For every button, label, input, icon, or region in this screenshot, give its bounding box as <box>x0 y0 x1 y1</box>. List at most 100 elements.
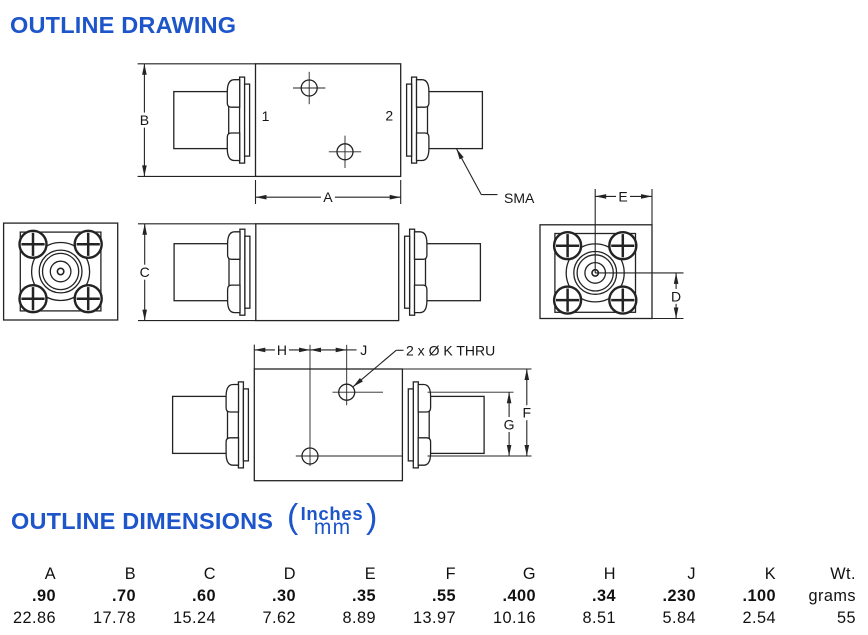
leader-arrowhead <box>353 378 363 387</box>
connector-left <box>171 381 250 469</box>
connector-barrel <box>173 90 230 150</box>
dim-inches-value: .400 <box>502 586 536 605</box>
dim-header: K <box>764 564 776 583</box>
dim-inches-value: .70 <box>112 586 136 605</box>
dim-label-h: H <box>277 342 287 358</box>
dim-E: E <box>594 188 653 273</box>
dim-C: C <box>137 223 256 322</box>
dim-B: B <box>137 63 256 177</box>
connector-barrel <box>424 243 482 302</box>
thru-hole <box>295 344 532 466</box>
dim-arrowhead <box>524 445 530 456</box>
connector-rear-plate <box>243 83 251 157</box>
dim-column-b: B .70 17.78 <box>64 563 136 630</box>
connector-nut-lobe <box>413 284 428 314</box>
dim-inches-value: .100 <box>742 586 776 605</box>
body-outline <box>255 223 400 322</box>
dim-mm-value: 17.78 <box>93 609 136 628</box>
connector-ring <box>41 252 80 291</box>
view-top: 1 2 B A SMA <box>137 63 535 206</box>
leader-arrowhead <box>456 148 464 160</box>
dim-inches-value: .30 <box>272 586 296 605</box>
connector-right <box>407 381 485 469</box>
dim-arrowhead <box>506 392 512 404</box>
dim-inches-value: .35 <box>352 586 376 605</box>
dim-label-b: B <box>140 112 149 128</box>
mounting-hole <box>293 71 326 105</box>
dim-F: F <box>402 368 534 456</box>
units-inches-label: Inches <box>300 503 364 524</box>
dim-header: B <box>124 564 136 583</box>
dim-mm-value: 10.16 <box>493 609 536 628</box>
dim-mm-value: 7.62 <box>262 609 296 628</box>
dim-header: H <box>603 564 616 583</box>
dim-inches-value: .34 <box>592 586 616 605</box>
dim-header: F <box>445 564 456 583</box>
dim-mm-value: 8.51 <box>582 609 616 628</box>
connector-nut-lobe <box>417 383 432 413</box>
dim-D: D <box>595 272 684 320</box>
dim-arrowhead <box>673 307 679 319</box>
dim-arrowhead <box>641 194 652 199</box>
dim-J: J <box>310 342 367 358</box>
connector-center-pin <box>56 267 65 276</box>
connector-barrel <box>171 395 229 455</box>
dim-arrowhead <box>389 194 401 200</box>
dim-mm-value: 2.54 <box>742 609 776 628</box>
sma-flange-front <box>539 224 653 320</box>
connector-nut-lobe <box>225 383 240 413</box>
hole-note-leader: 2 x Ø K THRU <box>352 342 495 388</box>
dim-H: H <box>253 342 310 369</box>
dim-arrowhead <box>335 347 347 353</box>
dim-arrowhead <box>254 347 266 353</box>
dim-arrowhead <box>299 347 310 353</box>
view-left-flange <box>2 222 119 321</box>
dim-mm-value: 22.86 <box>13 609 56 628</box>
connector-nut-lobe <box>413 231 428 260</box>
connector-nut-lobe <box>415 132 430 162</box>
sma-label: SMA <box>504 190 535 206</box>
dim-header: E <box>364 564 376 583</box>
dim-label-g: G <box>504 417 515 433</box>
dim-arrowhead <box>506 445 512 456</box>
dim-G: G <box>502 392 517 456</box>
port2-label: 2 <box>385 107 393 123</box>
dim-inches-value: .90 <box>32 586 56 605</box>
view-bottom: H J 2 x Ø K THRU F G <box>171 342 534 482</box>
connector-right <box>403 228 482 316</box>
sma-flange-front <box>2 222 119 321</box>
sma-leader: SMA <box>455 148 535 206</box>
port1-label: 1 <box>262 108 270 124</box>
connector-nut-lobe <box>226 284 241 314</box>
connector-nut-lobe <box>225 437 240 466</box>
thru-hole <box>332 344 514 406</box>
connector-washer <box>412 381 419 469</box>
connector-barrel <box>426 90 484 150</box>
connector-rear-plate <box>244 235 251 309</box>
connector-left <box>173 228 251 316</box>
dim-arrowhead <box>255 194 267 200</box>
dim-column-a: A .90 22.86 <box>0 563 56 630</box>
hole-note-label: 2 x Ø K THRU <box>406 342 495 358</box>
dim-label-j: J <box>360 342 367 358</box>
dim-header: A <box>44 564 56 583</box>
dim-mm-value: 13.97 <box>413 609 456 628</box>
dim-arrowhead <box>310 347 321 353</box>
outline-dimensions-label: OUTLINE DIMENSIONS <box>11 507 274 534</box>
dim-inches-value: .230 <box>662 586 696 605</box>
outline-drawing-title: OUTLINE DRAWING <box>10 11 237 38</box>
dim-label-c: C <box>140 264 150 280</box>
dim-label-a: A <box>323 189 333 205</box>
dim-inches-value: .60 <box>192 586 216 605</box>
dim-arrowhead <box>142 165 147 177</box>
dim-column-h: H .34 8.51 <box>544 563 616 630</box>
connector-nut-lobe <box>226 79 241 108</box>
